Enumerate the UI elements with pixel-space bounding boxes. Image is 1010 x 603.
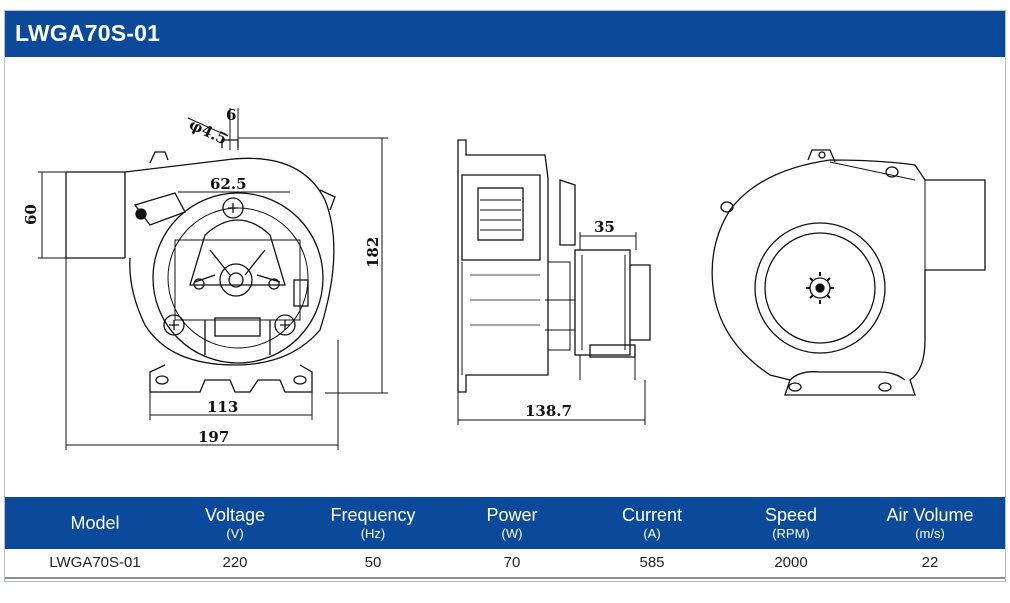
cell-model: LWGA70S-01 <box>49 554 141 571</box>
spec-sheet-frame <box>4 10 1006 582</box>
cell-voltage: 220 <box>222 554 248 571</box>
dim-foot-width: 113 <box>207 398 238 416</box>
header-air-volume: Air Volume (m/s) <box>886 504 974 541</box>
dim-total-height: 182 <box>364 237 382 268</box>
header-speed: Speed (RPM) <box>764 504 818 541</box>
cell-frequency: 50 <box>364 554 382 571</box>
side-view <box>457 139 651 425</box>
title-bar: LWGA70S-01 <box>5 11 1005 57</box>
dim-outlet-height: 60 <box>22 204 40 225</box>
dim-total-depth: 138.7 <box>525 402 572 420</box>
rear-view <box>711 149 986 396</box>
front-view <box>38 108 388 450</box>
header-current: Current (A) <box>621 504 683 541</box>
header-voltage: Voltage (V) <box>204 504 266 541</box>
cell-power: 70 <box>503 554 521 571</box>
dim-inner-width: 62.5 <box>210 175 247 193</box>
header-power: Power (W) <box>486 504 538 541</box>
cell-current: 585 <box>639 554 665 571</box>
cell-speed: 2000 <box>774 554 808 571</box>
dim-tab-width: 6 <box>226 106 236 124</box>
header-frequency: Frequency (Hz) <box>330 504 416 541</box>
cell-air-volume: 22 <box>921 554 939 571</box>
header-model: Model <box>70 513 120 533</box>
spec-table-header: Model Voltage (V) Frequency (Hz) Power (… <box>5 497 1005 549</box>
dim-hole-diameter: φ4.5 <box>186 115 230 148</box>
table-row: LWGA70S-01 220 50 70 585 2000 22 <box>5 549 1005 579</box>
dim-motor-width: 35 <box>594 218 615 236</box>
page-title: LWGA70S-01 <box>15 20 161 46</box>
dim-total-width: 197 <box>198 428 229 446</box>
